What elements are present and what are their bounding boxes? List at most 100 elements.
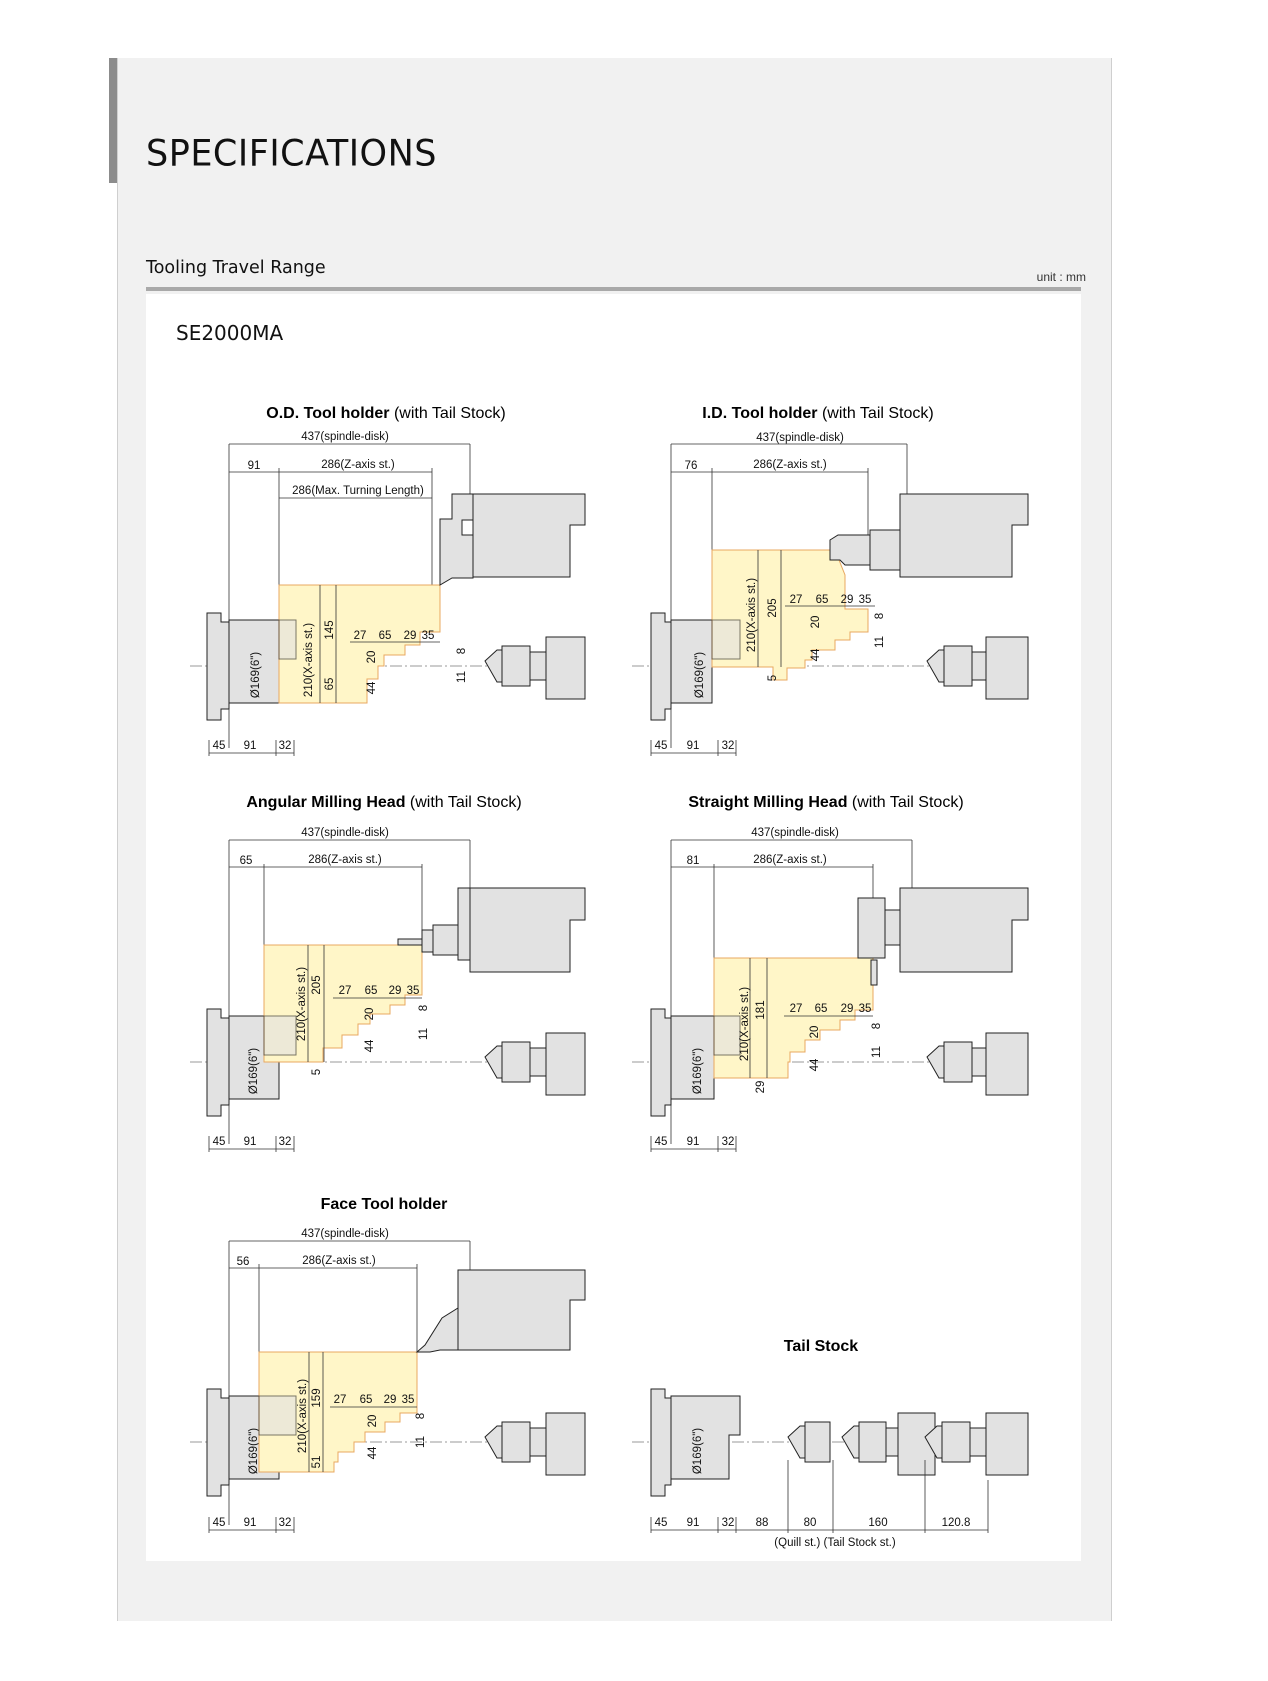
- ft-dim-v2: 51: [311, 1456, 323, 1469]
- id-dim-spindle-disk: 437(spindle-disk): [756, 432, 844, 444]
- od-dim-s6: 44: [366, 681, 378, 694]
- sm-diagram-title: Straight Milling Head (with Tail Stock): [688, 794, 963, 811]
- od-dim-s1: 27: [354, 630, 367, 642]
- sm-dim-z-axis: 286(Z-axis st.): [753, 854, 827, 866]
- page-title: SPECIFICATIONS: [146, 133, 437, 175]
- sm-dim-s4: 35: [859, 1003, 872, 1015]
- id-dim-chuck: Ø169(6"): [694, 652, 706, 698]
- sm-dim-v1: 181: [755, 1000, 767, 1019]
- title-accent-bar: [109, 58, 117, 183]
- ts-dim-b3: 32: [722, 1517, 735, 1529]
- am-tailstock: [501, 1041, 531, 1083]
- ft-dim-s6: 44: [367, 1446, 379, 1459]
- am-chuck: [206, 1008, 230, 1117]
- id-dim-b2: 91: [687, 740, 700, 752]
- am-dim-b3: 32: [279, 1136, 292, 1148]
- od-dim-z-axis: 286(Z-axis st.): [321, 459, 395, 471]
- ts-dim-b2: 91: [687, 1517, 700, 1529]
- od-dim-s8: 11: [456, 671, 468, 683]
- ft-dim-z-axis: 286(Z-axis st.): [302, 1255, 376, 1267]
- id-dim-b3: 32: [722, 740, 735, 752]
- sm-milling-cutter: [870, 959, 878, 986]
- od-chuck: [206, 612, 230, 721]
- am-dim-s3: 29: [389, 985, 402, 997]
- id-dim-v1: 205: [767, 598, 779, 617]
- am-dim-s1: 27: [339, 985, 352, 997]
- ft-dim-x-axis: 210(X-axis st.): [297, 1379, 309, 1453]
- sm-dim-chuck: Ø169(6"): [692, 1048, 704, 1094]
- id-chuck: [650, 612, 672, 721]
- ft-dim-v1: 159: [311, 1388, 323, 1407]
- od-tool-holder: [439, 493, 474, 586]
- sm-turret: [899, 887, 1029, 973]
- face-tool-holder-diagram: Face Tool holder 437(spindle-disk) 56 28…: [190, 1196, 586, 1533]
- id-boring-bar: [829, 534, 881, 566]
- ft-tailstock: [501, 1421, 531, 1463]
- id-dim-x-axis: 210(X-axis st.): [746, 578, 758, 652]
- od-dim-b1: 45: [213, 740, 226, 752]
- od-turret: [472, 493, 586, 578]
- am-dim-s6: 44: [364, 1039, 376, 1052]
- ft-dim-s3: 29: [384, 1394, 397, 1406]
- od-dim-b3: 32: [279, 740, 292, 752]
- unit-label: unit : mm: [1036, 270, 1086, 284]
- od-dim-s3: 29: [404, 630, 417, 642]
- am-dim-b1: 45: [213, 1136, 226, 1148]
- id-dim-s1: 27: [790, 594, 803, 606]
- od-dim-s4: 35: [422, 630, 435, 642]
- ft-dim-b1: 45: [213, 1517, 226, 1529]
- am-dim-chuck: Ø169(6"): [248, 1048, 260, 1094]
- ft-dim-left-offset: 56: [237, 1256, 250, 1268]
- id-dim-s8: 11: [874, 636, 886, 648]
- ft-chuck: [206, 1388, 230, 1497]
- ft-travel-zone: [258, 1351, 418, 1473]
- od-dim-s2: 65: [379, 630, 392, 642]
- ts-cut-label: (Quill st.) (Tail Stock st.): [774, 1537, 896, 1549]
- ts-dim-d1: 88: [756, 1517, 769, 1529]
- ts-dim-d2: 80: [804, 1517, 817, 1529]
- od-dim-v1: 145: [324, 620, 336, 639]
- panel-bottom-cover: [146, 1549, 1081, 1561]
- ft-dim-s5: 20: [367, 1415, 379, 1428]
- ft-diagram-title: Face Tool holder: [321, 1196, 448, 1213]
- am-dim-x-axis: 210(X-axis st.): [296, 967, 308, 1041]
- sm-dim-s8: 11: [871, 1046, 883, 1058]
- ft-dim-b3: 32: [279, 1517, 292, 1529]
- id-dim-s7: 8: [874, 613, 886, 619]
- id-dim-z-axis: 286(Z-axis st.): [753, 459, 827, 471]
- sm-dim-b1: 45: [655, 1136, 668, 1148]
- am-travel-zone: [263, 944, 423, 1063]
- ts-chuck: [650, 1388, 672, 1497]
- id-tool-holder-diagram: I.D. Tool holder (with Tail Stock) 437(s…: [632, 405, 1029, 756]
- ts-dim-chuck: Ø169(6"): [692, 1428, 704, 1474]
- sm-chuck: [650, 1008, 672, 1117]
- sm-travel-zone: [713, 957, 874, 1079]
- od-dim-v2: 65: [324, 678, 336, 691]
- od-travel-zone: [278, 584, 441, 704]
- ft-dim-s2: 65: [360, 1394, 373, 1406]
- am-dim-s7: 8: [418, 1005, 430, 1011]
- sm-dim-x-axis: 210(X-axis st.): [739, 987, 751, 1061]
- id-dim-s6: 44: [810, 648, 822, 661]
- ts-quill-2: [858, 1421, 887, 1463]
- ft-dim-s8: 11: [415, 1436, 427, 1448]
- ft-dim-s4: 35: [402, 1394, 415, 1406]
- ft-turret: [457, 1269, 586, 1351]
- od-dim-b2: 91: [244, 740, 257, 752]
- model-name: SE2000MA: [176, 321, 284, 345]
- sm-dim-s3: 29: [841, 1003, 854, 1015]
- id-dim-s3: 29: [841, 594, 854, 606]
- ts-quill-3: [941, 1421, 971, 1463]
- od-dim-chuck: Ø169(6"): [250, 652, 262, 698]
- od-dim-x-axis: 210(X-axis st.): [303, 623, 315, 697]
- sm-dim-v2: 29: [755, 1081, 767, 1094]
- am-dim-left-offset: 65: [240, 855, 253, 867]
- sm-dim-spindle-disk: 437(spindle-disk): [751, 827, 839, 839]
- od-dim-left-offset: 91: [248, 460, 261, 472]
- am-milling-cutter: [397, 938, 423, 946]
- sm-tailstock: [943, 1041, 973, 1083]
- od-tool-holder-diagram: O.D. Tool holder (with Tail Stock) 437(s…: [190, 405, 586, 756]
- tail-stock-title: Tail Stock: [784, 1338, 858, 1355]
- id-travel-zone: [711, 549, 869, 681]
